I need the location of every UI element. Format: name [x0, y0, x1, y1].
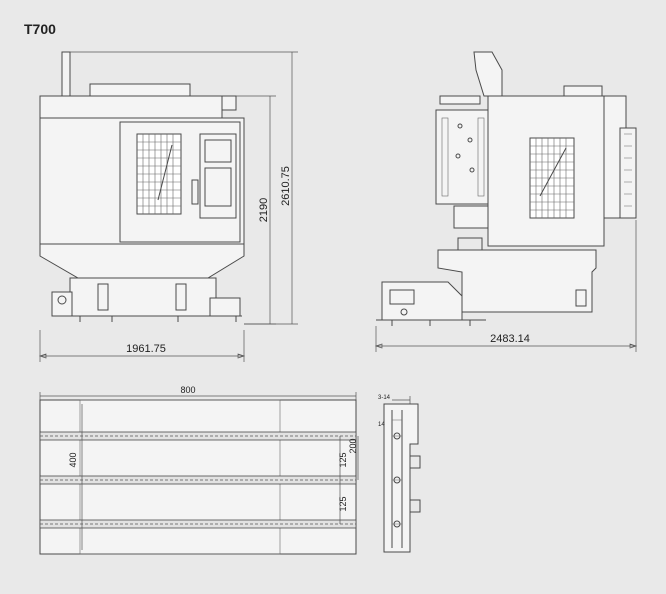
slot-detail: 3-14 14 [378, 395, 421, 553]
slot-profile-2 [409, 499, 421, 513]
side-door-box [453, 205, 489, 229]
front-door-handle [191, 179, 199, 205]
front-control-panel [199, 133, 237, 219]
front-column-post [61, 51, 71, 97]
side-electrical-cabinet [435, 109, 489, 205]
front-head-cover [89, 83, 191, 97]
side-base-pocket [575, 289, 587, 307]
side-column-top [473, 51, 503, 97]
table-t-slots [39, 431, 357, 529]
table-slot-spacing-1: 125 [338, 452, 348, 467]
drawing-title: T700 [24, 21, 56, 37]
front-feet [66, 315, 242, 322]
side-rear-cabinet [619, 127, 637, 219]
side-width-label: 2483.14 [490, 333, 530, 345]
table-length-label: 800 [180, 385, 195, 395]
side-tank-cap [389, 289, 415, 305]
table-slot-pitch: 200 [348, 438, 358, 453]
side-lower-box [457, 237, 483, 251]
front-dimensions: 1961.75 2190 2610.75 [38, 51, 298, 362]
side-cabinet-details [441, 117, 485, 197]
front-height-outer-label: 2610.75 [280, 166, 292, 206]
side-coolant-tank [381, 281, 463, 321]
front-base [69, 277, 217, 317]
front-window-grid [137, 134, 181, 214]
front-width-label: 1961.75 [126, 343, 166, 355]
front-hopper [39, 243, 245, 279]
slot-hole-1 [393, 432, 401, 440]
side-base [437, 249, 597, 313]
front-panel-screen [204, 139, 232, 163]
side-window-grid [530, 138, 574, 218]
side-top-cover [563, 85, 603, 97]
front-height-inner-label: 2190 [258, 198, 270, 222]
front-pump-icon [57, 295, 67, 305]
front-view [39, 51, 245, 322]
slot-profile-1 [409, 455, 421, 469]
front-top-band [39, 95, 223, 119]
side-tank-drain [400, 308, 408, 316]
front-panel-keys [204, 167, 232, 207]
slot-hole-3 [393, 520, 401, 528]
side-top-rail [439, 95, 481, 105]
side-view [376, 51, 637, 326]
side-feet [376, 319, 486, 326]
table-slot-spacing-2: 125 [338, 496, 348, 511]
table-width-label: 400 [68, 452, 78, 467]
front-base-pocket-right [175, 283, 187, 311]
slot-section-body [383, 403, 419, 553]
slot-width-label: 14 [378, 422, 385, 428]
side-dimensions: 2483.14 [374, 220, 638, 352]
front-side-unit [209, 297, 241, 317]
table-view: 800 400 125 125 200 [39, 385, 359, 555]
slot-hole-2 [393, 476, 401, 484]
front-base-pocket-left [97, 283, 109, 311]
front-top-box [221, 95, 237, 111]
front-door-frame [119, 121, 241, 243]
slot-count-label: 3-14 [378, 395, 391, 401]
